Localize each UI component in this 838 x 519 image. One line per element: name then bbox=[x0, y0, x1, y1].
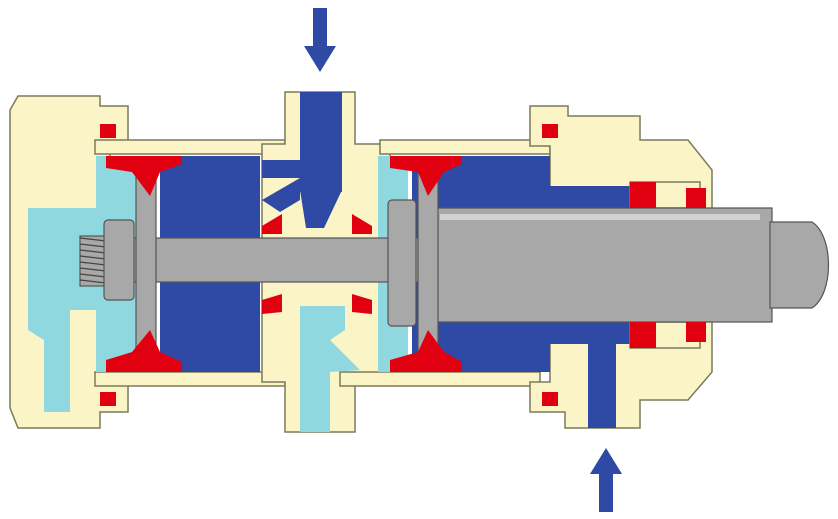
pistons bbox=[135, 167, 439, 363]
barrel-2-tube-top bbox=[379, 139, 551, 155]
piston-1 bbox=[135, 167, 157, 363]
seals bbox=[100, 124, 706, 406]
piston-rods bbox=[109, 207, 829, 323]
thread-line bbox=[79, 243, 107, 248]
center-nut bbox=[387, 199, 417, 327]
thread-line bbox=[79, 273, 107, 278]
tie-rod bbox=[109, 237, 421, 283]
thread-line bbox=[79, 267, 107, 272]
thread-line bbox=[79, 261, 107, 266]
thread-line bbox=[79, 255, 107, 260]
piston-rod bbox=[429, 207, 773, 323]
arrow-up-icon bbox=[590, 448, 622, 512]
barrel-1-tube-top bbox=[94, 139, 286, 155]
thread-detail bbox=[79, 235, 107, 287]
thread-line bbox=[79, 279, 107, 284]
barrel-2-tube-bottom bbox=[339, 371, 541, 387]
thread-line bbox=[79, 249, 107, 254]
thread-line bbox=[79, 237, 107, 242]
barrel-1-tube-bottom bbox=[94, 371, 286, 387]
rod-end bbox=[769, 221, 829, 309]
arrow-down-icon bbox=[304, 8, 336, 72]
left-nut bbox=[103, 219, 135, 301]
